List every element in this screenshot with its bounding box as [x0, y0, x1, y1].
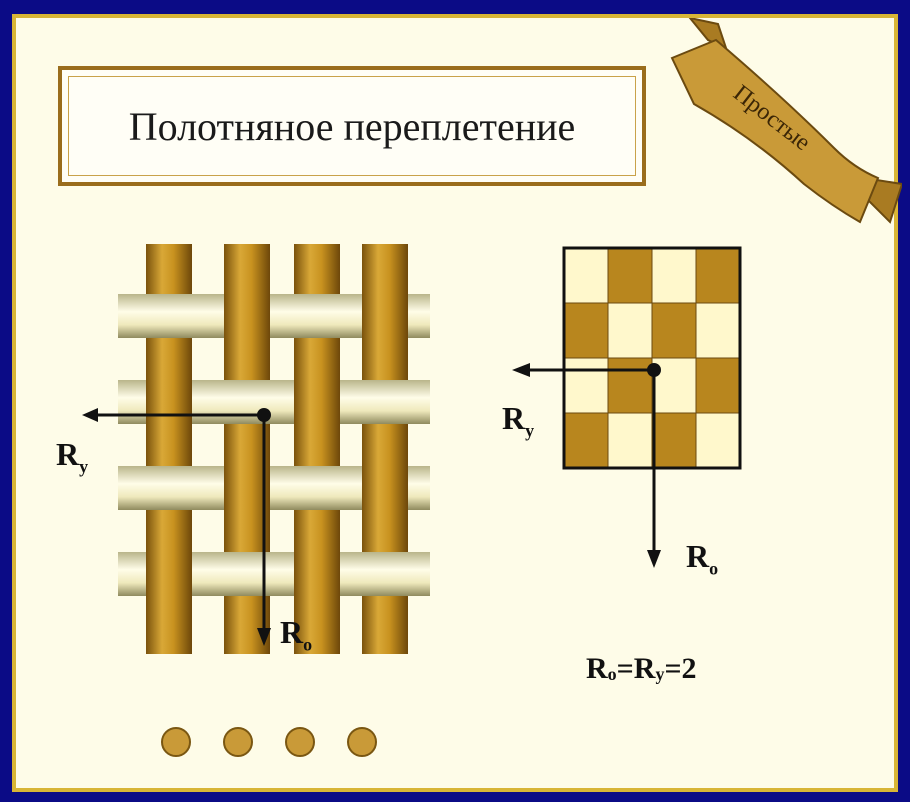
plain-weave-illustration [82, 244, 430, 654]
nav-dot [223, 727, 253, 757]
grid-cell [695, 247, 741, 304]
grid-cell [563, 247, 609, 304]
nav-dot [161, 727, 191, 757]
grid-cell [563, 412, 609, 469]
origin-dot [257, 408, 271, 422]
grid-warp-arrow-head [647, 550, 661, 568]
warp-over-weft [146, 550, 192, 598]
warp-over-weft [362, 464, 408, 512]
grid-cell [607, 247, 653, 304]
warp-over-weft [224, 464, 270, 512]
warp-arrow-head [257, 628, 271, 646]
grid-border [562, 246, 742, 470]
title-box-inner-border [68, 76, 636, 176]
grid-cell [607, 357, 653, 414]
ribbon-body [670, 38, 880, 224]
warp-over-weft [294, 378, 340, 426]
nav-dot [285, 727, 315, 757]
nav-dot [347, 727, 377, 757]
weave-weft-label: Ry [56, 436, 89, 477]
warp-over-weft [294, 550, 340, 598]
weave-repeat-grid [512, 246, 742, 568]
grid-cell [651, 247, 697, 304]
grid-weft-arrow-head [512, 363, 530, 377]
grid-origin-dot [647, 363, 661, 377]
slide-panel: Полотняное переплетение Простые [12, 14, 902, 792]
grid-cell [695, 412, 741, 469]
ribbon-banner: Простые [670, 18, 902, 224]
grid-warp-label: Ro [686, 538, 719, 579]
navigation-dots [161, 727, 377, 757]
grid-cell [651, 412, 697, 469]
warp-over-weft [146, 378, 192, 426]
grid-cell [607, 412, 653, 469]
page-title: Полотняное переплетение [128, 103, 576, 149]
grid-cell [695, 302, 741, 359]
weave-axes [82, 408, 271, 646]
grid-cell [563, 357, 609, 414]
warp-over-weft [362, 292, 408, 340]
warp-over-weft [224, 292, 270, 340]
weft-arrow-head [82, 408, 98, 422]
grid-cell [695, 357, 741, 414]
grid-cell [563, 302, 609, 359]
grid-cells [563, 247, 741, 469]
weave-warp-label: Ro [280, 614, 313, 655]
grid-cell [651, 302, 697, 359]
weft-threads [118, 292, 430, 598]
grid-weft-label: Ry [502, 400, 535, 441]
title-box: Полотняное переплетение [58, 66, 646, 186]
grid-cell [607, 302, 653, 359]
